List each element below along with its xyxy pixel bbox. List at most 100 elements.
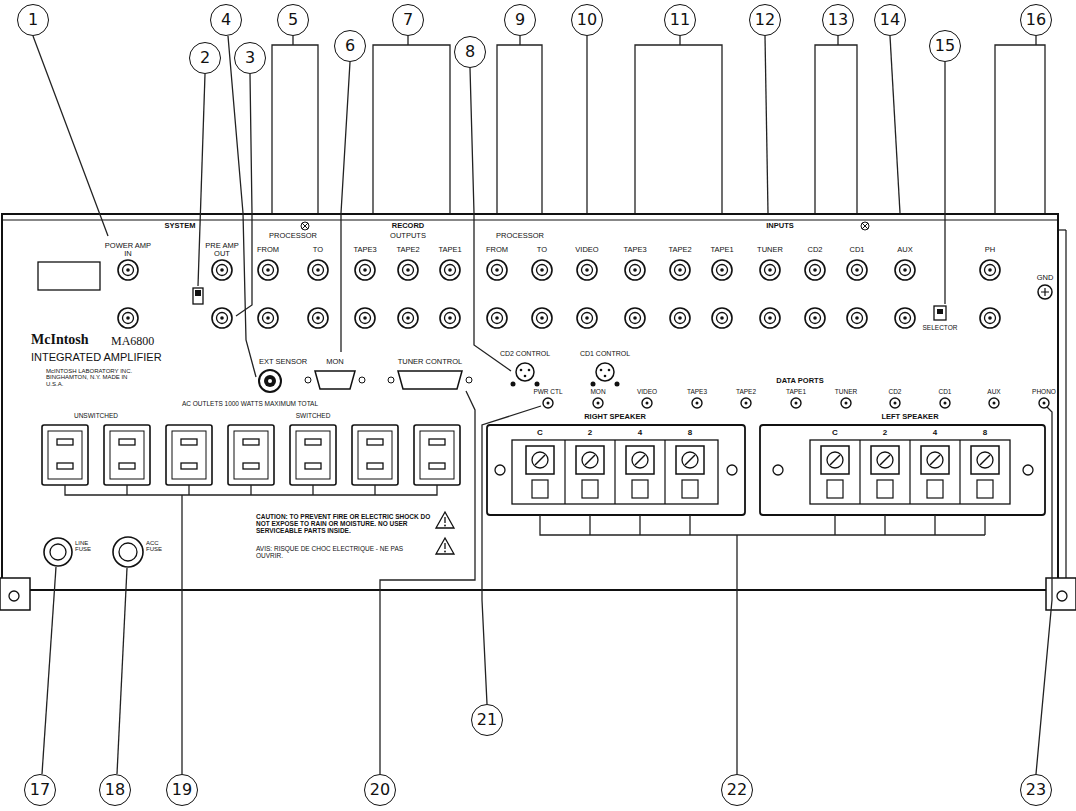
data-port-jacks: [890, 398, 900, 408]
panel-label: DATA PORTS: [775, 377, 824, 385]
panel-label: 4: [637, 429, 643, 437]
warning-triangles: [444, 543, 445, 549]
panel-label: GND: [1036, 274, 1055, 282]
panel-hardware: [398, 371, 462, 389]
speaker-terminals: [860, 440, 960, 504]
panel-label: MON: [325, 358, 345, 366]
ac-outlets: [352, 425, 398, 485]
leader-lines: [635, 36, 722, 213]
rca-jacks: [118, 308, 138, 328]
panel-label: CD1 CONTROL: [579, 350, 631, 357]
panel-label: CD2 CONTROL: [499, 350, 551, 357]
panel-label: POWER AMP IN: [103, 242, 153, 258]
speaker-terminals: [676, 446, 704, 498]
callout-circle: 10: [571, 4, 603, 36]
rca-jacks: [308, 308, 328, 328]
panel-label: TAPE1: [709, 246, 734, 254]
panel-label: SYSTEM: [164, 222, 197, 230]
panel-label: INTEGRATED AMPLIFIER: [30, 352, 163, 364]
callout-circle: 14: [874, 4, 906, 36]
panel-outline: [2, 220, 1058, 221]
data-port-jacks: [791, 398, 801, 408]
panel-hardware: [268, 379, 272, 383]
panel-label: PRE AMP OUT: [204, 242, 240, 258]
panel-hardware: [1038, 285, 1052, 299]
panel-label: AC OUTLETS 1000 WATTS MAXIMUM TOTAL: [181, 401, 319, 408]
rca-jacks: [712, 260, 732, 280]
panel-outline: [302, 223, 308, 229]
callout-number: 5: [288, 12, 298, 28]
panel-hardware: [1041, 288, 1049, 296]
panel-outline: [1065, 230, 1066, 578]
callout-number: 3: [245, 50, 255, 66]
panel-label: 8: [687, 429, 693, 437]
speaker-terminals: [971, 446, 999, 498]
rca-jacks: [532, 260, 552, 280]
speaker-terminals: [576, 446, 604, 498]
callout-circle: 12: [749, 4, 781, 36]
panel-hardware: [615, 382, 620, 387]
panel-label: VIDEO: [636, 389, 658, 396]
panel-hardware: [511, 382, 516, 387]
panel-label: FROM: [485, 246, 509, 254]
callout-number: 6: [345, 38, 355, 54]
callout-number: 10: [577, 12, 597, 28]
panel-hardware: [937, 309, 943, 314]
rca-jacks: [625, 260, 645, 280]
callout-number: 2: [200, 50, 210, 66]
rca-jacks: [847, 308, 867, 328]
callout-circle: 22: [721, 774, 753, 806]
panel-label: AVIS: RISQUE DE CHOC ELECTRIQUE - NE PAS…: [255, 546, 432, 560]
callout-number: 17: [30, 782, 50, 798]
data-port-jacks: [543, 398, 553, 408]
panel-label: TAPE1: [437, 246, 462, 254]
rca-jacks: [258, 260, 278, 280]
rca-jacks: [398, 308, 418, 328]
panel-label: C: [831, 429, 839, 437]
panel-label: PROCESSOR: [495, 232, 545, 240]
rca-jacks: [355, 260, 375, 280]
panel-hardware: [934, 306, 946, 320]
data-port-jacks: [1039, 398, 1049, 408]
panel-label: TAPE2: [735, 389, 757, 396]
leader-lines: [944, 62, 945, 304]
panel-label: MA6800: [110, 335, 155, 348]
rca-jacks: [258, 308, 278, 328]
callout-circle: 20: [364, 774, 396, 806]
panel-label: C: [536, 429, 544, 437]
rca-jacks: [760, 260, 780, 280]
panel-hardware: [193, 288, 203, 304]
rca-jacks: [487, 308, 507, 328]
data-port-jacks: [940, 398, 950, 408]
panel-label: EXT SENSOR: [258, 358, 308, 366]
rca-jacks: [805, 260, 825, 280]
rca-jacks: [670, 308, 690, 328]
panel-label: CD1: [848, 246, 865, 254]
panel-outline: [861, 222, 869, 230]
panel-label: AUX: [986, 389, 1001, 396]
panel-label: TAPE3: [622, 246, 647, 254]
callout-circle: 15: [929, 30, 961, 62]
callout-number: 22: [727, 782, 747, 798]
ac-outlets: [166, 425, 212, 485]
panel-outline: [1057, 591, 1067, 601]
panel-label: TAPE3: [686, 389, 708, 396]
callout-number: 12: [755, 12, 775, 28]
rca-jacks: [577, 260, 597, 280]
leader-lines: [497, 36, 542, 213]
rca-jacks: [487, 260, 507, 280]
panel-label: TUNER: [834, 389, 858, 396]
callout-circle: 23: [1020, 774, 1052, 806]
warning-triangles: [444, 551, 446, 553]
panel-label: PROCESSOR: [268, 232, 318, 240]
panel-label: RECORD: [391, 222, 426, 230]
fuse-holders: [44, 537, 143, 567]
speaker-terminals: [727, 465, 737, 475]
speaker-terminals: [495, 465, 505, 475]
panel-hardware: [388, 377, 394, 383]
panel-label: CD1: [937, 389, 952, 396]
callout-number: 8: [465, 44, 475, 60]
callout-number: 23: [1026, 782, 1046, 798]
